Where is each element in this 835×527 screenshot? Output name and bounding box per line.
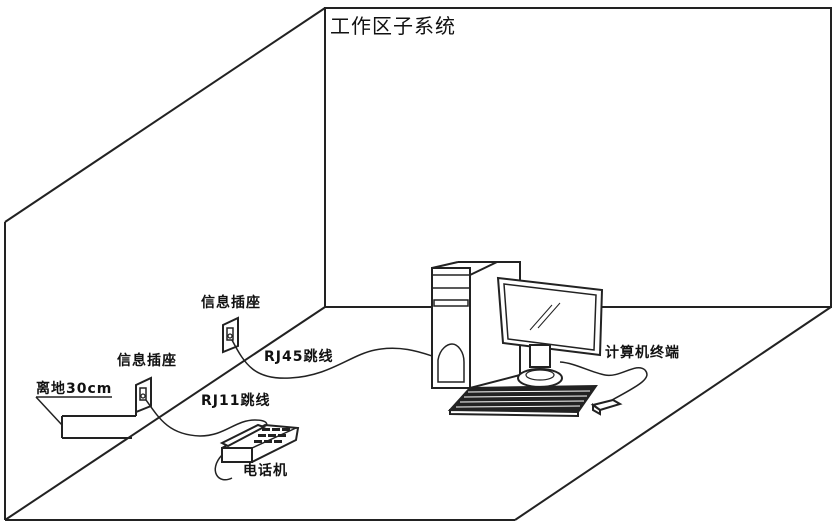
back-wall	[324, 7, 832, 308]
telephone	[214, 423, 300, 481]
floor-right-edge	[514, 306, 832, 521]
label-telephone: 电话机	[243, 463, 288, 479]
label-computer-terminal: 计算机终端	[605, 345, 680, 361]
raceway	[61, 412, 137, 439]
label-rj45: RJ45跳线	[264, 349, 334, 365]
diagram-title: 工作区子系统	[330, 14, 456, 38]
mouse-cable	[559, 361, 648, 401]
left-wall-top-edge	[4, 7, 326, 223]
monitor	[496, 276, 604, 388]
info-outlet-lower	[135, 376, 152, 414]
rj11-cable	[145, 399, 268, 437]
mouse	[590, 398, 623, 416]
label-outlet-upper: 信息插座	[201, 295, 261, 311]
floor-left-edge	[4, 306, 326, 521]
label-outlet-lower: 信息插座	[117, 353, 177, 369]
keyboard	[447, 384, 598, 418]
height-pointer	[35, 396, 112, 426]
label-height-note: 离地30cm	[36, 381, 113, 397]
rj45-cable	[231, 339, 433, 379]
label-rj11: RJ11跳线	[201, 393, 271, 409]
